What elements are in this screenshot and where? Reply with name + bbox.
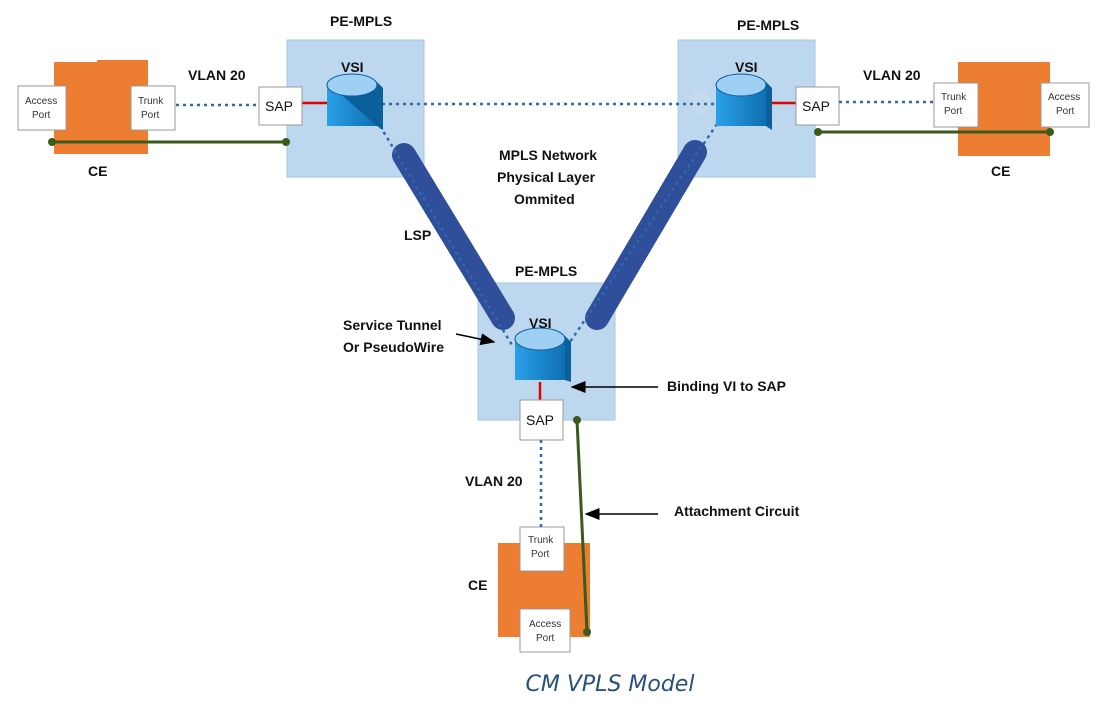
ce-bottom-access-line1: Access [529, 619, 561, 630]
pe-label-right: PE-MPLS [737, 17, 799, 33]
network-label-line1: MPLS Network [499, 147, 597, 163]
ce-label-left: CE [88, 163, 107, 179]
sap-left: SAP [258, 86, 303, 126]
binding-lines [302, 101, 796, 400]
ce-left-trunk-line1: Trunk [138, 96, 164, 107]
vsi-icon-bottom [514, 327, 571, 382]
attachment-endpoints [48, 128, 1054, 636]
network-label-line3: Ommited [514, 191, 575, 207]
ce-bottom-trunk-line2: Port [531, 549, 550, 560]
attachment-label: Attachment Circuit [674, 503, 800, 519]
ce-left-access-line1: Access [25, 96, 57, 107]
ce-right: Trunk Port Access Port [933, 62, 1090, 156]
vlan-label-right: VLAN 20 [863, 67, 921, 83]
ce-left: Access Port Trunk Port [17, 60, 176, 154]
vlan-links [176, 100, 934, 527]
ce-right-access-line2: Port [1056, 106, 1075, 117]
ce-bottom-trunk-line1: Trunk [528, 535, 554, 546]
lsp-tube-left [392, 143, 515, 330]
service-tunnel-line1: Service Tunnel [343, 317, 442, 333]
sap-label-bottom: SAP [526, 412, 554, 428]
sap-right: SAP [795, 86, 840, 126]
attachment-circuits [52, 130, 1050, 633]
vlan-label-bottom: VLAN 20 [465, 473, 523, 489]
ce-left-access-line2: Port [32, 110, 51, 121]
lsp-tubes [392, 88, 714, 330]
service-tunnel-line2: Or PseudoWire [343, 339, 444, 355]
vlan-label-left: VLAN 20 [188, 67, 246, 83]
vsi-icon-right [715, 73, 772, 130]
sap-label-left: SAP [265, 98, 293, 114]
ce-label-bottom: CE [468, 577, 487, 593]
ce-bottom: Trunk Port Access Port [498, 526, 590, 653]
vsi-icon-left [326, 73, 383, 130]
pe-label-bottom: PE-MPLS [515, 263, 577, 279]
vsi-label-left: VSI [341, 59, 364, 75]
diagram-caption: CM VPLS Model [525, 672, 695, 697]
ce-bottom-access-line2: Port [536, 633, 555, 644]
vsi-label-bottom: VSI [529, 315, 552, 331]
lsp-label: LSP [404, 227, 431, 243]
ce-right-trunk-line1: Trunk [941, 92, 967, 103]
sap-label-right: SAP [802, 98, 830, 114]
ce-right-trunk-line2: Port [944, 106, 963, 117]
pe-label-left: PE-MPLS [330, 13, 392, 29]
ce-label-right: CE [991, 163, 1010, 179]
pseudowires [378, 102, 719, 346]
network-label-line2: Physical Layer [497, 169, 596, 185]
service-tunnel-arrow [455, 333, 496, 346]
ce-left-trunk-line2: Port [141, 110, 160, 121]
binding-label: Binding VI to SAP [667, 378, 786, 394]
sap-bottom: SAP [519, 399, 564, 441]
vsi-label-right: VSI [735, 59, 758, 75]
lsp-tube-right [585, 140, 707, 330]
ce-right-access-line1: Access [1048, 92, 1080, 103]
